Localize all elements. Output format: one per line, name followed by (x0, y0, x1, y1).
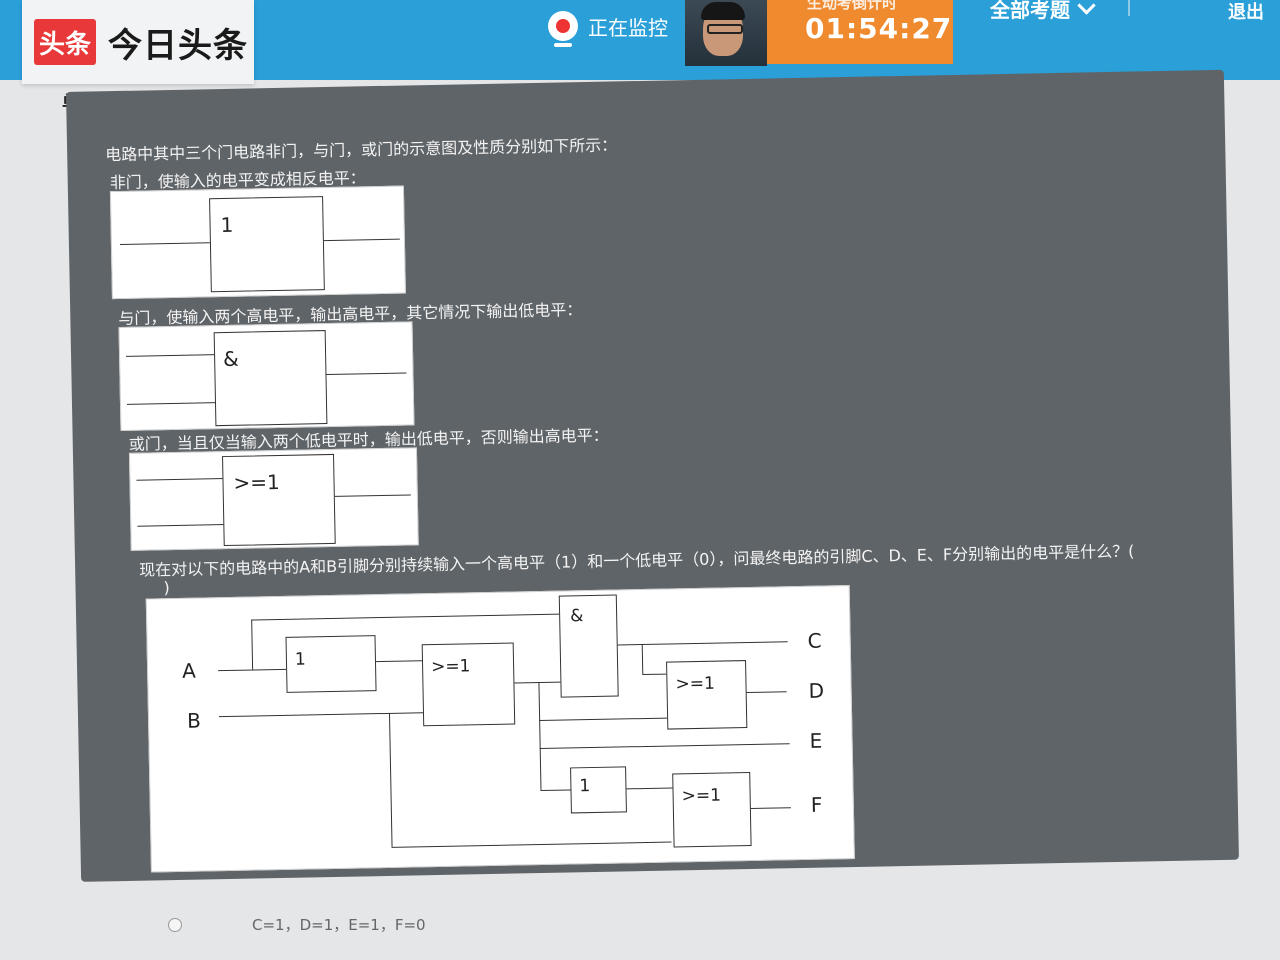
header-divider (1128, 0, 1130, 16)
and-gate: & (213, 330, 328, 427)
question-intro: 电路中其中三个门电路非门，与门，或门的示意图及性质分别如下所示： (105, 135, 618, 165)
wire (334, 494, 411, 497)
top-bar: 头条 今日头条 正在监控 生动考倒计时 01:54:27 全部考题 退出 (0, 0, 1280, 84)
circuit-not2-label: 1 (579, 776, 591, 797)
answer-option[interactable]: C=1，D=1，E=1，F=0 (168, 914, 426, 935)
and-gate-diagram: & (118, 321, 415, 432)
pin-b-label: B (186, 708, 202, 733)
pin-e-label: E (809, 728, 823, 753)
wire (641, 644, 644, 675)
wire (750, 807, 791, 809)
circuit-or1-label: >=1 (430, 656, 471, 678)
not-gate-label: 1 (220, 212, 234, 238)
logout-button[interactable]: 退出 (1228, 2, 1264, 23)
wire (251, 619, 254, 670)
webcam-hair (701, 2, 745, 20)
countdown-timer: 生动考倒计时 01:54:27 (767, 0, 953, 64)
wire (538, 682, 542, 791)
wire (375, 660, 422, 663)
webcam-glasses (707, 24, 743, 34)
not-gate-diagram: 1 (109, 185, 406, 300)
or-gate-label: >=1 (233, 469, 281, 495)
all-questions-menu[interactable]: 全部考题 (990, 0, 1096, 23)
chevron-down-icon (1077, 0, 1096, 15)
circuit-or-gate-1: >=1 (421, 642, 516, 727)
wire (642, 673, 667, 676)
pin-c-label: C (807, 628, 822, 653)
all-questions-label: 全部考题 (990, 0, 1070, 22)
circuit-or-gate-3: >=1 (672, 771, 752, 848)
wire (539, 743, 790, 750)
wire (137, 524, 226, 527)
monitor-text: 正在监控 (588, 15, 668, 40)
wire (136, 478, 225, 481)
pin-a-label: A (181, 658, 197, 683)
wire (219, 712, 423, 718)
or-gate: >=1 (222, 453, 336, 547)
and-gate-label: & (222, 346, 239, 372)
circuit-not-label: 1 (294, 649, 306, 670)
pin-f-label: F (810, 792, 823, 817)
wire (251, 613, 560, 621)
answer-option-text: C=1，D=1，E=1，F=0 (252, 916, 426, 934)
circuit-or-gate-2: >=1 (666, 660, 748, 730)
wire (540, 789, 571, 792)
circuit-diagram: A B 1 >=1 & C >=1 (145, 585, 855, 873)
answer-radio[interactable] (168, 917, 182, 932)
brand-name: 今日头条 (108, 25, 248, 66)
wire (746, 691, 787, 694)
circuit-and-gate: & (558, 594, 619, 698)
wire (388, 712, 393, 847)
circuit-not-gate: 1 (285, 635, 377, 693)
circuit-not-gate-2: 1 (570, 766, 627, 814)
question-panel: 电路中其中三个门电路非门，与门，或门的示意图及性质分别如下所示： 非门，使输入的… (66, 69, 1239, 882)
wire (617, 641, 788, 646)
circuit-and-label: & (569, 606, 584, 627)
or-gate-diagram: >=1 (128, 447, 419, 551)
wire (126, 402, 218, 405)
circuit-or3-label: >=1 (681, 785, 722, 807)
brand-badge: 头条 (34, 19, 96, 65)
wire (326, 372, 407, 376)
timer-value: 01:54:27 (805, 12, 953, 45)
wire (126, 354, 217, 357)
timer-label: 生动考倒计时 (807, 0, 898, 12)
wire (323, 238, 400, 242)
not-gate: 1 (209, 196, 325, 293)
circuit-or2-label: >=1 (675, 673, 715, 695)
wire (391, 841, 672, 848)
webcam-preview (685, 0, 767, 66)
webcam-icon (548, 11, 578, 47)
wire (119, 242, 210, 245)
pin-d-label: D (808, 678, 825, 703)
brand-logo: 头条 今日头条 (22, 0, 254, 84)
wire (626, 787, 673, 790)
wire (539, 717, 668, 722)
question-prompt-end: ) (163, 578, 170, 598)
monitor-status: 正在监控 (548, 6, 668, 47)
